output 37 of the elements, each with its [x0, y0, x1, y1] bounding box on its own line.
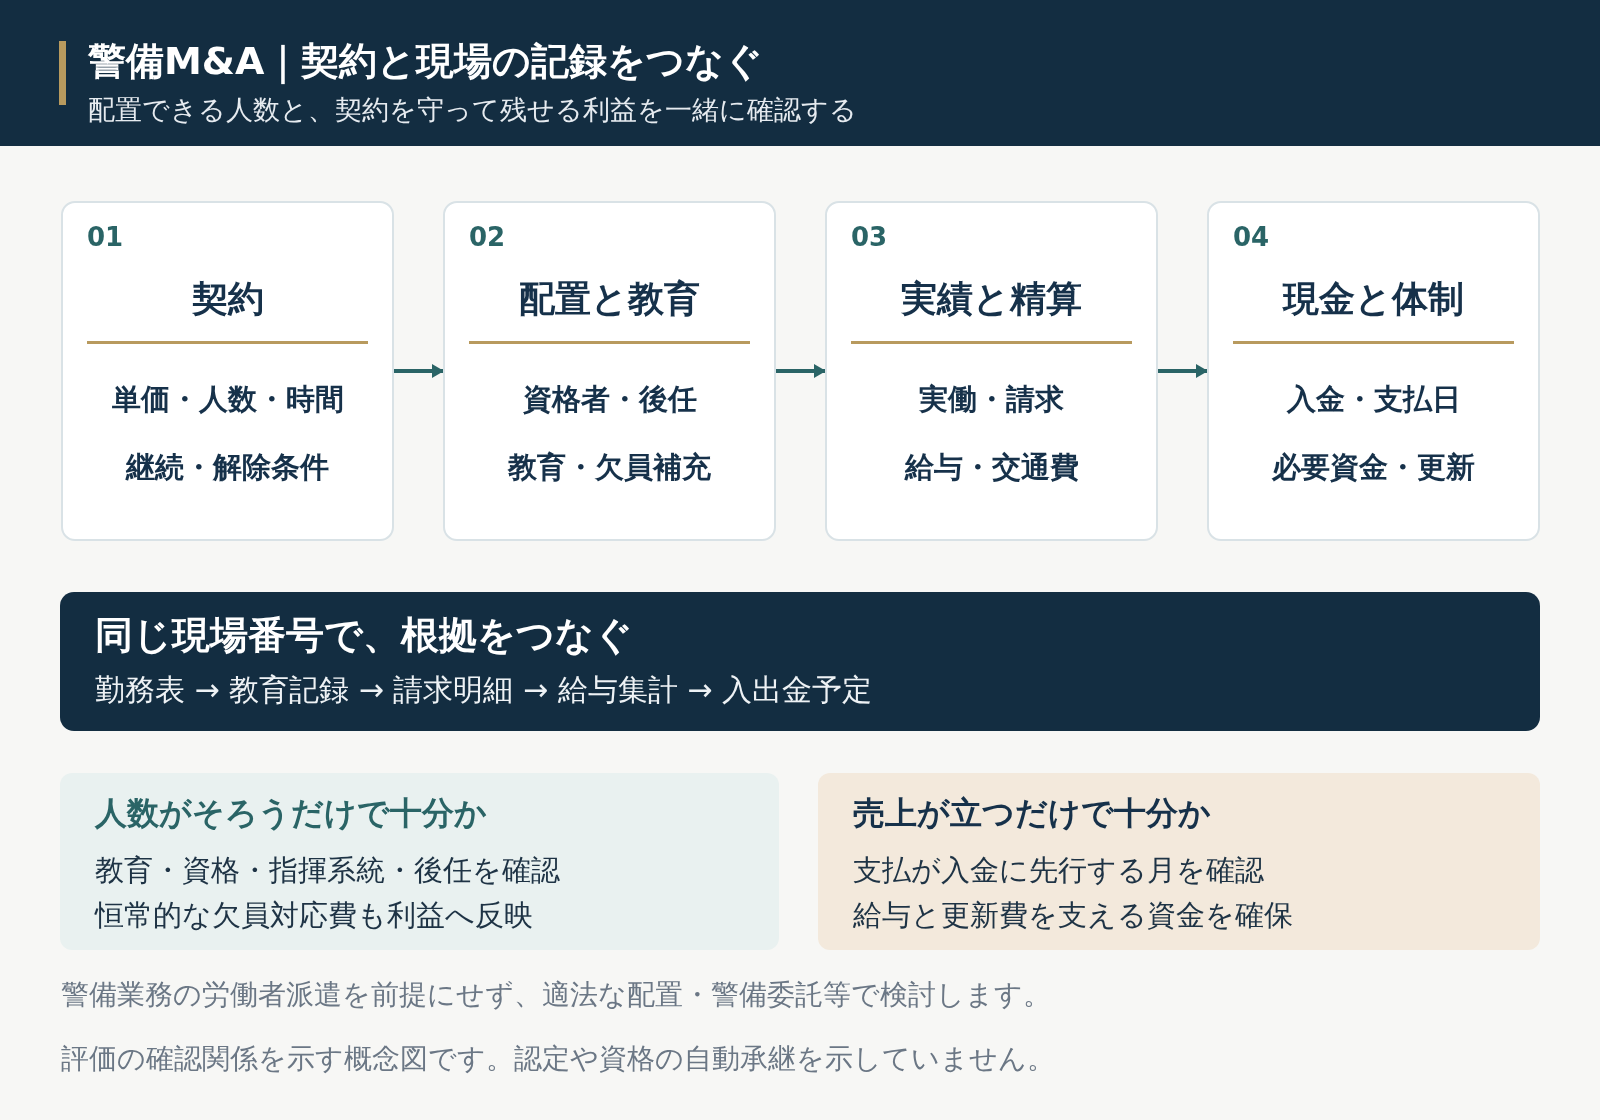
title: 警備M&A｜契約と現場の記録をつなぐ: [88, 38, 764, 84]
footnote: 警備業務の労働者派遣を前提にせず、適法な配置・警備委託等で検討します。: [61, 977, 1052, 1013]
footnote: 評価の確認関係を示す概念図です。認定や資格の自動承継を示していません。: [61, 1041, 1055, 1077]
panel-heading: 人数がそろうだけで十分か: [95, 793, 487, 834]
step-heading: 配置と教育: [519, 277, 700, 321]
step-card: [61, 201, 394, 541]
step-heading: 契約: [191, 277, 264, 321]
step-number: 02: [469, 221, 506, 253]
panel-line: 教育・資格・指揮系統・後任を確認: [95, 852, 560, 889]
arrow: [394, 364, 444, 378]
step-item: 入金・支払日: [1286, 381, 1461, 418]
step-item: 単価・人数・時間: [111, 381, 344, 418]
panel-heading: 売上が立つだけで十分か: [853, 793, 1211, 834]
step-item: 給与・交通費: [904, 449, 1079, 486]
step-number: 04: [1233, 221, 1270, 253]
step-number: 03: [851, 221, 888, 253]
step-card: [1207, 201, 1540, 541]
panel-line: 支払が入金に先行する月を確認: [853, 852, 1264, 889]
arrow: [776, 364, 826, 378]
panel-line: 恒常的な欠員対応費も利益へ反映: [95, 897, 533, 934]
step-card: [825, 201, 1158, 541]
arrow: [1158, 364, 1208, 378]
step-item: 資格者・後任: [522, 381, 697, 418]
flow-text: 勤務表 → 教育記録 → 請求明細 → 給与集計 → 入出金予定: [95, 671, 872, 709]
step-heading: 現金と体制: [1283, 277, 1464, 321]
subtitle: 配置できる人数と、契約を守って残せる利益を一緒に確認する: [88, 93, 857, 127]
step-item: 継続・解除条件: [126, 449, 329, 486]
step-card: [443, 201, 776, 541]
check-panel: [818, 773, 1540, 950]
summary-band: [60, 592, 1540, 731]
step-item: 実働・請求: [919, 381, 1064, 418]
band-heading: 同じ現場番号で、根拠をつなぐ: [95, 612, 633, 659]
step-number: 01: [87, 221, 124, 253]
step-item: 必要資金・更新: [1272, 449, 1475, 486]
step-item: 教育・欠員補充: [508, 449, 711, 486]
step-heading: 実績と精算: [901, 277, 1082, 321]
panel-line: 給与と更新費を支える資金を確保: [853, 897, 1293, 934]
